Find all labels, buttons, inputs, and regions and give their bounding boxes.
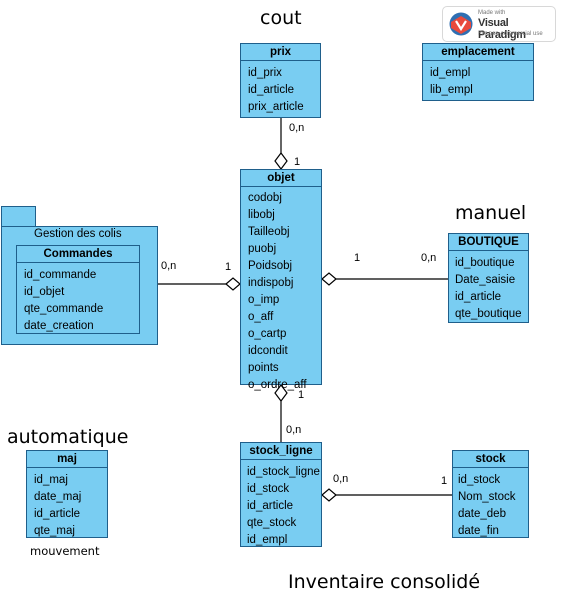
entity-attribute: id_article xyxy=(247,500,294,512)
entity-attribute: id_empl xyxy=(247,534,288,546)
multiplicity-label: 0,n xyxy=(289,122,305,134)
entity-attribute: date_maj xyxy=(34,491,82,503)
entity-attribute: date_deb xyxy=(458,508,506,520)
multiplicity-label: 1 xyxy=(225,261,232,273)
entity-title: Commandes xyxy=(17,246,139,263)
entity-attribute: qte_stock xyxy=(247,517,297,529)
entity-title: emplacement xyxy=(423,44,533,61)
watermark-line2: Visual Paradigm xyxy=(478,17,526,41)
entity-attribute: prix_article xyxy=(248,101,304,113)
multiplicity-label: 1 xyxy=(298,389,305,401)
entity-commandes[interactable]: Commandes id_commande id_objet qte_comma… xyxy=(16,245,140,334)
entity-maj[interactable]: maj id_maj date_maj id_article qte_maj xyxy=(26,450,108,538)
visual-paradigm-logo-icon xyxy=(449,12,473,36)
entity-attribute: o_cartp xyxy=(248,328,287,340)
entity-attribute: points xyxy=(248,362,279,374)
entity-attribute: puobj xyxy=(248,243,277,255)
entity-title: BOUTIQUE xyxy=(449,234,528,251)
entity-attribute: o_aff xyxy=(248,311,274,323)
entity-attribute: id_stock_ligne xyxy=(247,466,320,478)
watermark-line1: Made with xyxy=(478,10,506,16)
entity-stock-ligne[interactable]: stock_ligne id_stock_ligne id_stock id_a… xyxy=(240,442,322,547)
multiplicity-label: 1 xyxy=(354,252,361,264)
entity-attribute: Poidsobj xyxy=(248,260,293,272)
entity-attribute: id_stock xyxy=(458,474,501,486)
entity-attribute: id_article xyxy=(34,508,81,520)
entity-attribute: o_ordre_aff xyxy=(248,379,307,391)
entity-title: maj xyxy=(27,451,107,468)
entity-attribute: id_article xyxy=(455,291,502,303)
entity-attribute: libobj xyxy=(248,209,275,221)
multiplicity-label: 0,n xyxy=(286,424,302,436)
entity-attribute: date_fin xyxy=(458,525,499,537)
entity-attribute: Date_saisie xyxy=(455,274,516,286)
entity-emplacement[interactable]: emplacement id_empl lib_empl xyxy=(422,43,534,101)
entity-title: stock_ligne xyxy=(241,443,321,460)
entity-prix[interactable]: prix id_prix id_article prix_article xyxy=(240,43,321,118)
entity-stock[interactable]: stock id_stock Nom_stock date_deb date_f… xyxy=(452,450,529,538)
entity-attribute: o_imp xyxy=(248,294,280,306)
entity-attribute: id_maj xyxy=(34,474,68,486)
multiplicity-label: 0,n xyxy=(421,252,437,264)
entity-attribute: codobj xyxy=(248,192,282,204)
entity-attribute: id_empl xyxy=(430,67,471,79)
multiplicity-label: 0,n xyxy=(333,473,349,485)
entity-attribute: Nom_stock xyxy=(458,491,516,503)
entity-attribute: id_stock xyxy=(247,483,290,495)
entity-attribute: id_boutique xyxy=(455,257,515,269)
stockligne-stock-aggregation-diamond xyxy=(321,488,337,502)
multiplicity-label: 1 xyxy=(441,475,448,487)
commandes-objet-aggregation-diamond xyxy=(225,277,241,291)
package-tab xyxy=(1,206,36,228)
entity-attribute: qte_commande xyxy=(24,303,104,315)
entity-attribute: Tailleobj xyxy=(248,226,290,238)
multiplicity-label: 0,n xyxy=(161,260,177,272)
entity-attribute: qte_boutique xyxy=(455,308,522,320)
prix-objet-aggregation-diamond xyxy=(274,152,288,170)
entity-attribute: id_article xyxy=(248,84,295,96)
multiplicity-label: 1 xyxy=(294,156,301,168)
entity-attribute: lib_empl xyxy=(430,84,473,96)
label-automatique: automatique xyxy=(7,426,129,448)
entity-attribute: id_commande xyxy=(24,269,97,281)
objet-boutique-aggregation-diamond xyxy=(321,272,337,286)
entity-attribute: id_prix xyxy=(248,67,282,79)
entity-attribute: indispobj xyxy=(248,277,294,289)
package-name: Gestion des colis xyxy=(34,228,122,240)
label-mouvement: mouvement xyxy=(30,544,100,558)
watermark-line3: For non-commercial use xyxy=(478,31,543,37)
entity-attribute: date_creation xyxy=(24,320,94,332)
entity-title: prix xyxy=(241,44,320,61)
entity-title: objet xyxy=(241,170,321,187)
label-manuel: manuel xyxy=(455,202,527,224)
entity-title: stock xyxy=(453,451,528,468)
label-inventaire-consolide: Inventaire consolidé xyxy=(288,571,481,593)
visual-paradigm-watermark: Made with Visual Paradigm For non-commer… xyxy=(442,6,556,42)
entity-attribute: idcondit xyxy=(248,345,288,357)
label-cout: cout xyxy=(260,7,302,29)
entity-boutique[interactable]: BOUTIQUE id_boutique Date_saisie id_arti… xyxy=(448,233,529,323)
entity-attribute: qte_maj xyxy=(34,525,75,537)
entity-attribute: id_objet xyxy=(24,286,65,298)
entity-objet[interactable]: objet codobj libobj Tailleobj puobj Poid… xyxy=(240,169,322,391)
